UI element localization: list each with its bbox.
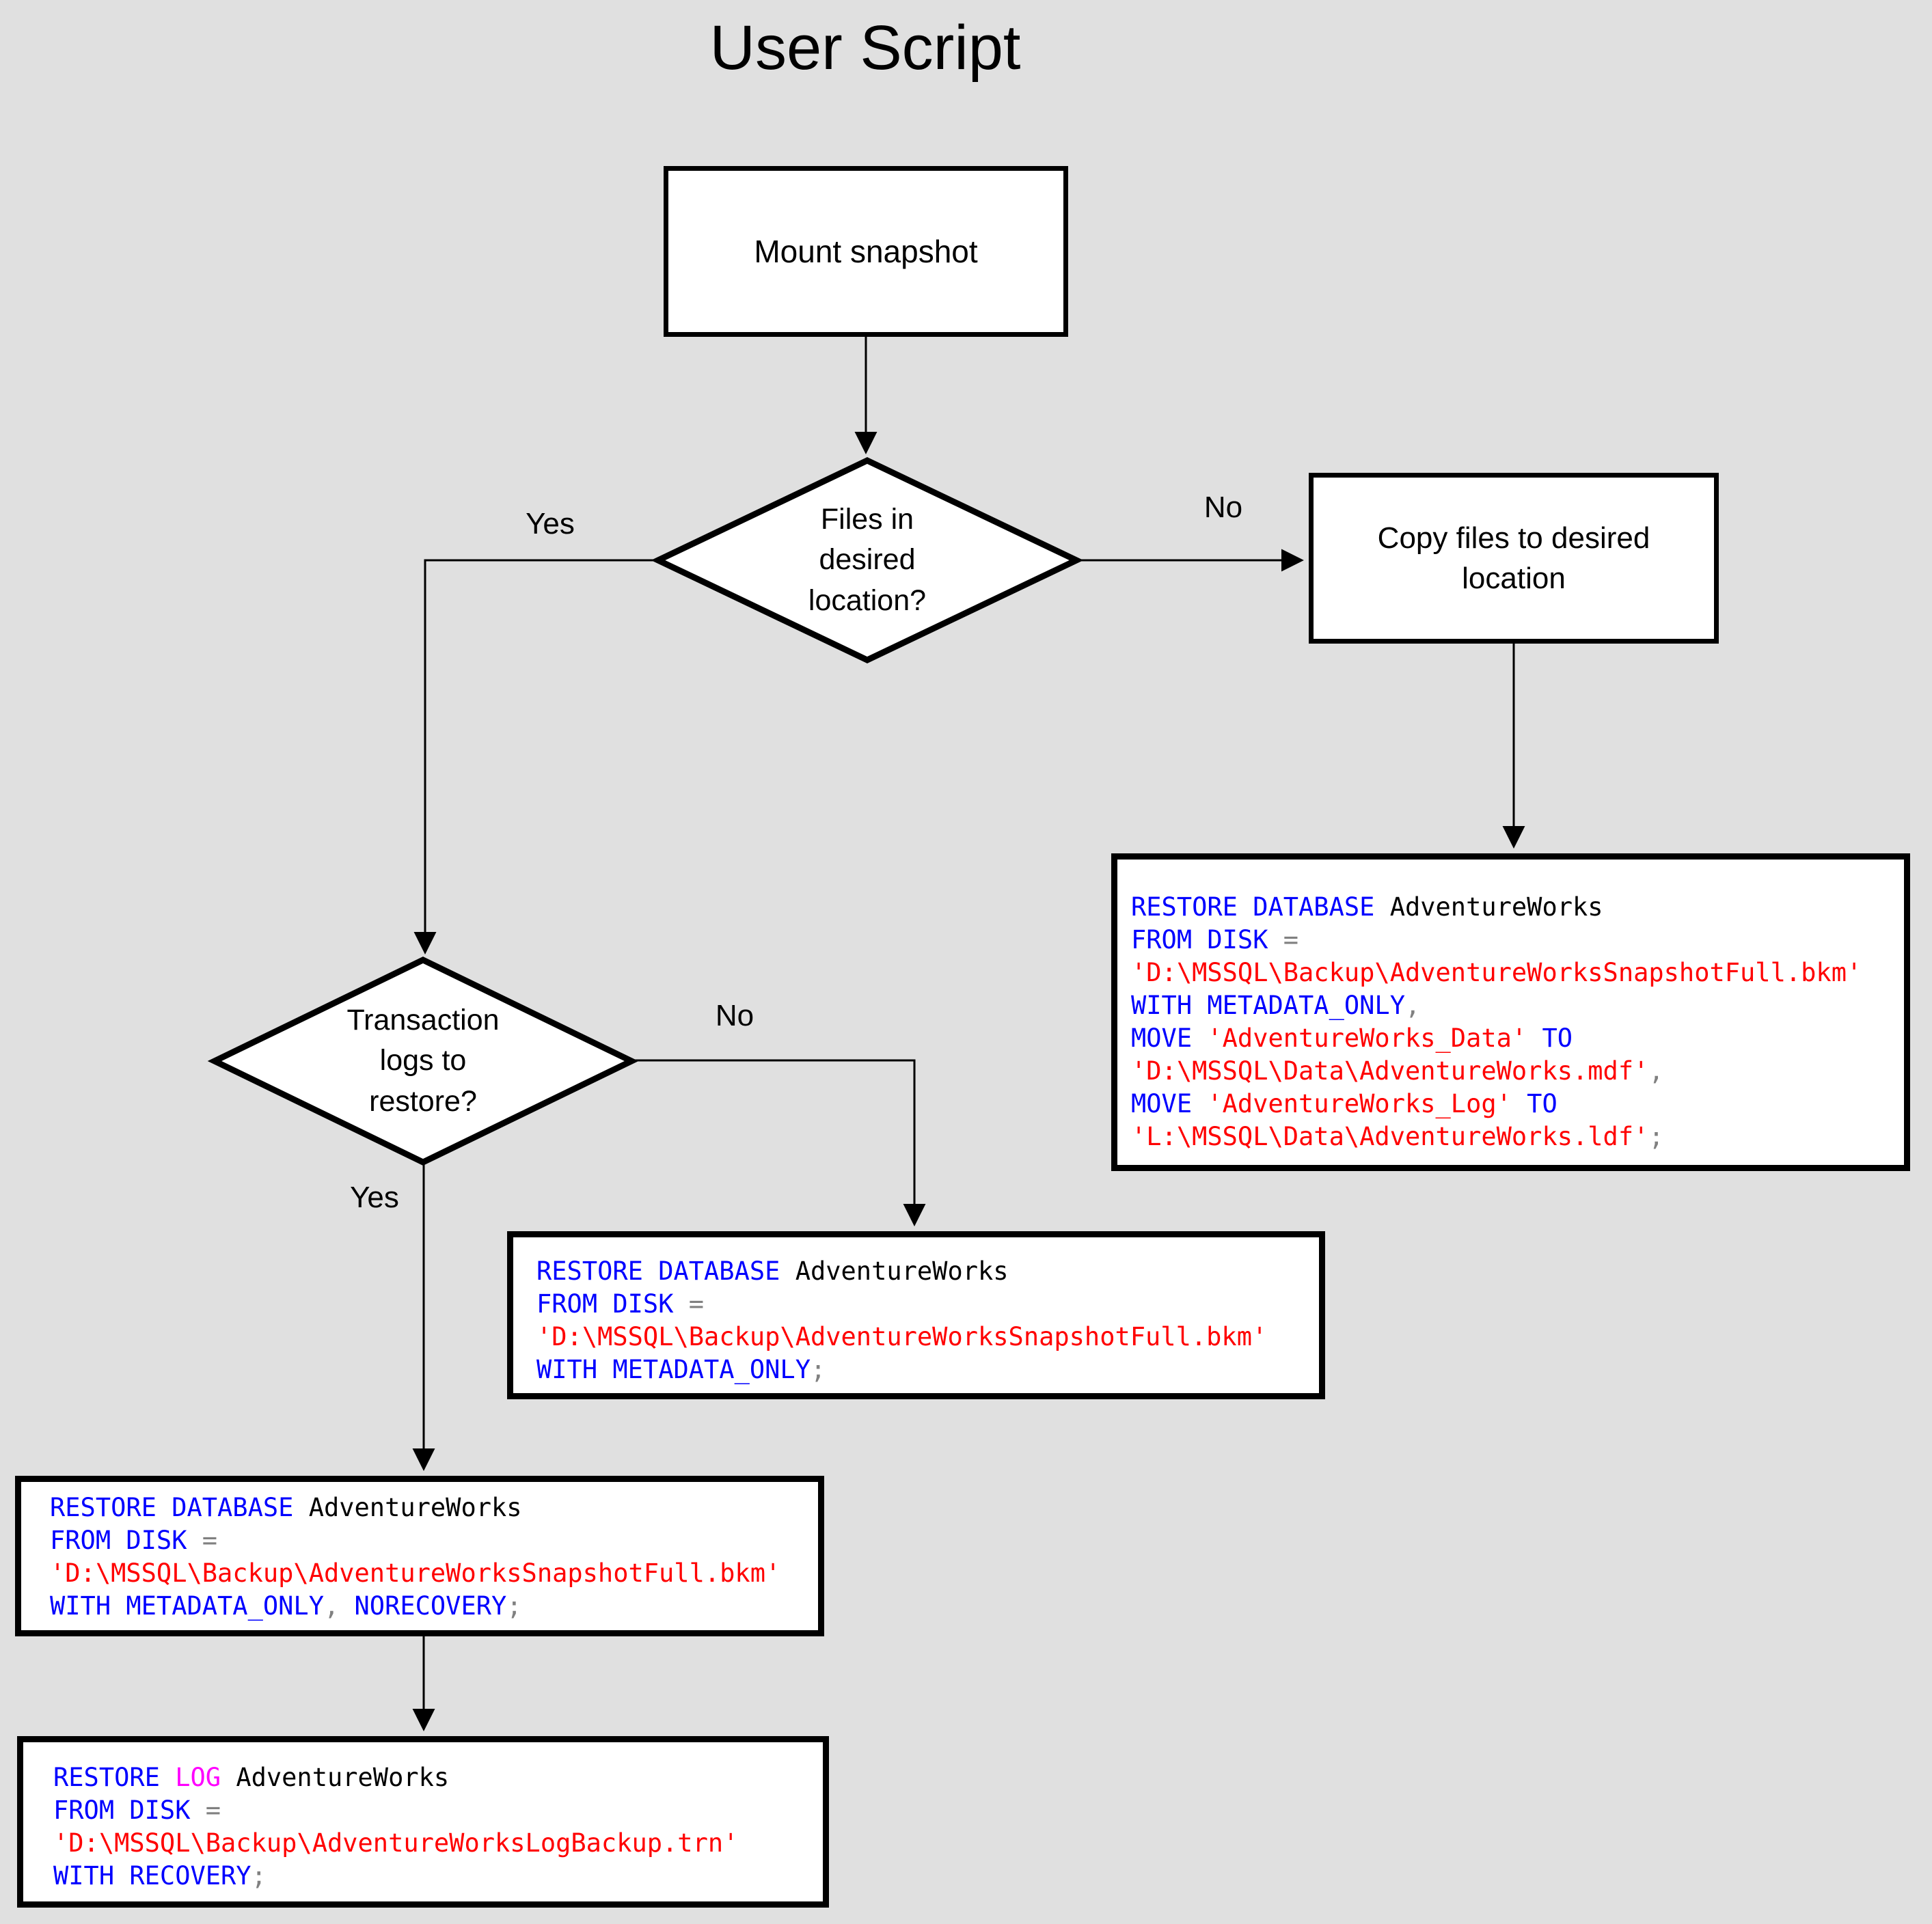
edge-logs-no-to-restore-metadata <box>631 1059 926 1226</box>
mount-snapshot-label: Mount snapshot <box>754 233 978 269</box>
edge-label-logs-no: No <box>715 999 754 1032</box>
copy-files-node: Copy files to desired location <box>1309 473 1719 644</box>
diagram-title: User Script <box>709 13 1021 83</box>
mount-snapshot-node: Mount snapshot <box>664 166 1068 337</box>
edge-files-yes-to-logs-decision <box>413 559 658 954</box>
edge-label-files-yes: Yes <box>526 507 575 540</box>
files-decision-diamond <box>651 457 1084 663</box>
edge-label-files-no: No <box>1203 491 1243 524</box>
logs-decision-label: Transaction logs to restore? <box>346 1004 500 1118</box>
logs-decision-diamond <box>207 956 639 1166</box>
edge-label-logs-yes: Yes <box>350 1181 399 1214</box>
copy-files-label: Copy files to desired location <box>1377 521 1650 595</box>
files-decision-label: Files in desired location? <box>808 503 927 617</box>
